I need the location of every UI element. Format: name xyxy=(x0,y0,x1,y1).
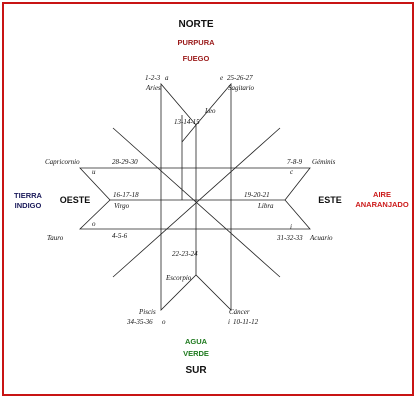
escorpio-label: Escorpio xyxy=(165,274,192,282)
virgo-numbers: 16-17-18 xyxy=(113,191,139,199)
capricornio-glyph: u xyxy=(92,168,96,176)
north-diagonal xyxy=(181,124,197,143)
sagitario-numbers: 25-26-27 xyxy=(227,74,253,82)
acuario-numbers: 31-32-33 xyxy=(276,234,303,242)
geminis-numbers: 7-8-9 xyxy=(287,158,303,166)
star-outline xyxy=(79,82,311,311)
tauro-glyph: o xyxy=(92,220,96,228)
escorpio-numbers: 22-23-24 xyxy=(172,250,198,258)
west-label: OESTE xyxy=(60,195,91,205)
acuario-glyph: i xyxy=(290,223,292,231)
virgo-label: Virgo xyxy=(114,202,130,210)
east-element-label: AIRE xyxy=(373,190,391,199)
acuario-label: Acuario xyxy=(309,234,333,242)
south-element-label: AGUA xyxy=(185,337,208,346)
north-element-label: FUEGO xyxy=(183,54,210,63)
capricornio-numbers: 28-29-30 xyxy=(112,158,138,166)
south-label: SUR xyxy=(185,365,207,376)
geminis-glyph: c xyxy=(290,168,294,176)
cancer-label: Cáncer xyxy=(229,308,250,316)
capricornio-label: Capricornio xyxy=(45,158,80,166)
diagram-frame xyxy=(2,2,414,396)
sagitario-glyph: e xyxy=(220,74,223,82)
north-arm-right xyxy=(195,82,232,200)
north-arm-left xyxy=(160,82,197,200)
west-color-label: INDIGO xyxy=(15,201,42,210)
piscis-numbers: 34-35-36 xyxy=(126,318,153,326)
libra-label: Libra xyxy=(257,202,274,210)
geminis-label: Géminis xyxy=(312,158,336,166)
east-color-label: ANARANJADO xyxy=(355,200,409,209)
west-element-label: TIERRA xyxy=(14,191,43,200)
libra-numbers: 19-20-21 xyxy=(244,191,270,199)
aries-numbers: 1-2-3 xyxy=(145,74,161,82)
cancer-numbers: 10-11-12 xyxy=(233,318,259,326)
sagitario-label: Sagitario xyxy=(228,84,255,92)
piscis-glyph: o xyxy=(162,318,166,326)
piscis-label: Piscis xyxy=(138,308,156,316)
diagonal-ne-sw xyxy=(112,127,281,278)
leo-label: Leo xyxy=(204,107,216,115)
north-color-label: PURPURA xyxy=(177,38,215,47)
cancer-glyph: i xyxy=(228,318,230,326)
tauro-label: Tauro xyxy=(47,234,64,242)
aries-glyph: a xyxy=(165,74,169,82)
aries-label: Aries xyxy=(145,84,161,92)
east-label: ESTE xyxy=(318,195,342,205)
north-label: NORTE xyxy=(179,19,214,30)
leo-numbers: 13-14-15 xyxy=(174,118,200,126)
south-color-label: VERDE xyxy=(183,349,209,358)
tauro-numbers: 4-5-6 xyxy=(112,232,128,240)
